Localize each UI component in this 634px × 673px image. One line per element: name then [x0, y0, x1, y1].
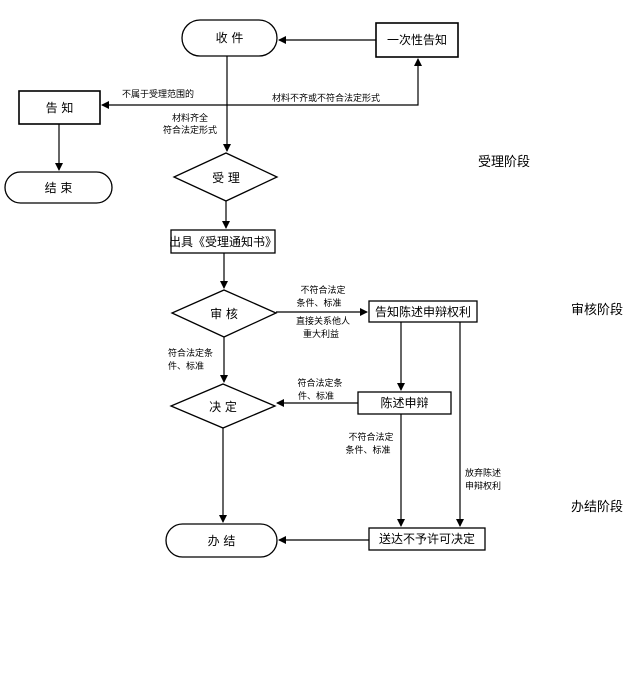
label-waive-2: 申辩权利: [465, 480, 501, 492]
label-nonconform-review-1: 不符合法定: [300, 284, 345, 296]
label-nonconform-defense-1: 不符合法定: [348, 431, 393, 443]
label-waive-1: 放弃陈述: [465, 467, 501, 479]
label-complete-2: 符合法定形式: [163, 124, 217, 136]
review-node: 审 核: [170, 289, 278, 338]
issue-notice-label: 出具《受理通知书》: [169, 235, 277, 249]
receive-label: 收 件: [216, 31, 244, 45]
statement-defense-label: 陈述申辩: [380, 395, 428, 410]
label-third-party-2: 重大利益: [303, 328, 339, 340]
conclude-node: 办 结: [165, 523, 278, 558]
decide-node: 决 定: [169, 383, 277, 429]
notify-rights-label: 告知陈述申辩权利: [375, 304, 471, 319]
receive-node: 收 件: [181, 19, 278, 57]
notify-node: 告 知: [18, 90, 101, 125]
stage-review: 审核阶段: [571, 303, 623, 318]
label-nonconform-review-2: 条件、标准: [296, 297, 341, 309]
stage-completion: 办结阶段: [571, 500, 623, 515]
end-label: 结 束: [45, 181, 73, 195]
label-third-party-1: 直接关系他人: [296, 315, 350, 327]
one-time-notice-label: 一次性告知: [387, 33, 447, 47]
label-incomplete-materials: 材料不齐或不符合法定形式: [272, 92, 380, 104]
accept-node: 受 理: [172, 152, 279, 202]
conclude-label: 办 结: [208, 533, 236, 548]
notify-label: 告 知: [46, 101, 74, 115]
label-nonconform-defense-2: 条件、标准: [345, 444, 390, 456]
end-node: 结 束: [4, 171, 113, 204]
review-label: 审 核: [210, 306, 238, 321]
accept-label: 受 理: [212, 171, 240, 185]
label-complete-1: 材料齐全: [172, 112, 208, 124]
label-conform-review-1: 符合法定条: [168, 347, 213, 359]
label-conform-defense-1: 符合法定条: [297, 377, 342, 389]
statement-defense-node: 陈述申辩: [357, 391, 452, 415]
decide-label: 决 定: [209, 399, 237, 414]
notify-rights-node: 告知陈述申辩权利: [368, 300, 478, 323]
deliver-no-permit-node: 送达不予许可决定: [368, 527, 486, 551]
label-conform-review-2: 件、标准: [168, 360, 204, 372]
issue-notice-node: 出具《受理通知书》: [169, 229, 277, 254]
label-conform-defense-2: 件、标准: [298, 390, 334, 402]
label-not-in-scope: 不属于受理范围的: [122, 88, 194, 100]
stage-acceptance: 受理阶段: [478, 155, 530, 170]
one-time-notice-node: 一次性告知: [375, 22, 459, 58]
deliver-no-permit-label: 送达不予许可决定: [379, 531, 475, 546]
edge-to-one-time-notice: [227, 58, 422, 106]
